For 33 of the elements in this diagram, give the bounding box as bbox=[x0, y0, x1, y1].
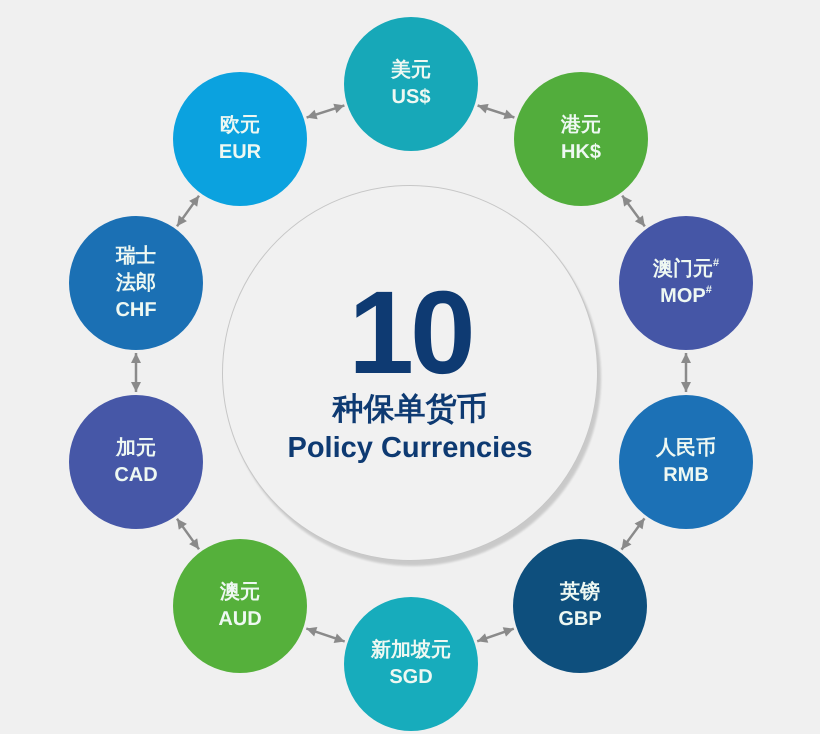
currency-name: 人民币 bbox=[656, 436, 716, 461]
double-arrow bbox=[477, 104, 515, 120]
currency-name: 澳元 bbox=[220, 580, 260, 605]
currency-name: 澳门元$^{#}$ bbox=[652, 256, 720, 282]
currency-code: CAD bbox=[114, 463, 158, 488]
currency-name: 新加坡元 bbox=[371, 638, 451, 663]
currency-name: 英镑 bbox=[560, 580, 600, 605]
currency-code: GBP bbox=[558, 607, 602, 632]
currency-name: 欧元 bbox=[220, 113, 260, 138]
double-arrow bbox=[476, 627, 514, 643]
currency-name: 加元 bbox=[116, 436, 156, 461]
double-arrow bbox=[176, 518, 200, 550]
double-arrow bbox=[681, 353, 691, 392]
double-arrow bbox=[306, 104, 345, 120]
currency-code: MOP$^{#}$ bbox=[660, 283, 712, 309]
heading-text: 种保单货币 bbox=[332, 390, 488, 428]
double-arrow bbox=[621, 194, 646, 228]
currency-name: 美元 bbox=[391, 58, 431, 83]
double-arrow bbox=[620, 518, 646, 550]
currency-code: US$ bbox=[392, 85, 430, 110]
double-arrow bbox=[306, 626, 346, 644]
currency-code: SGD bbox=[389, 665, 433, 690]
currency-code: CHF bbox=[115, 298, 157, 322]
count-number: 10 bbox=[348, 283, 472, 383]
currency-name: 瑞士法郎 bbox=[114, 244, 157, 296]
subheading-text: Policy Currencies bbox=[288, 431, 532, 466]
currency-code: EUR bbox=[218, 140, 262, 165]
currency-code: RMB bbox=[663, 463, 709, 488]
double-arrow bbox=[176, 194, 200, 228]
currency-code: HK$ bbox=[560, 140, 601, 165]
currency-code: AUD bbox=[218, 607, 262, 632]
currency-name: 港元 bbox=[561, 113, 601, 138]
double-arrow bbox=[131, 353, 141, 392]
